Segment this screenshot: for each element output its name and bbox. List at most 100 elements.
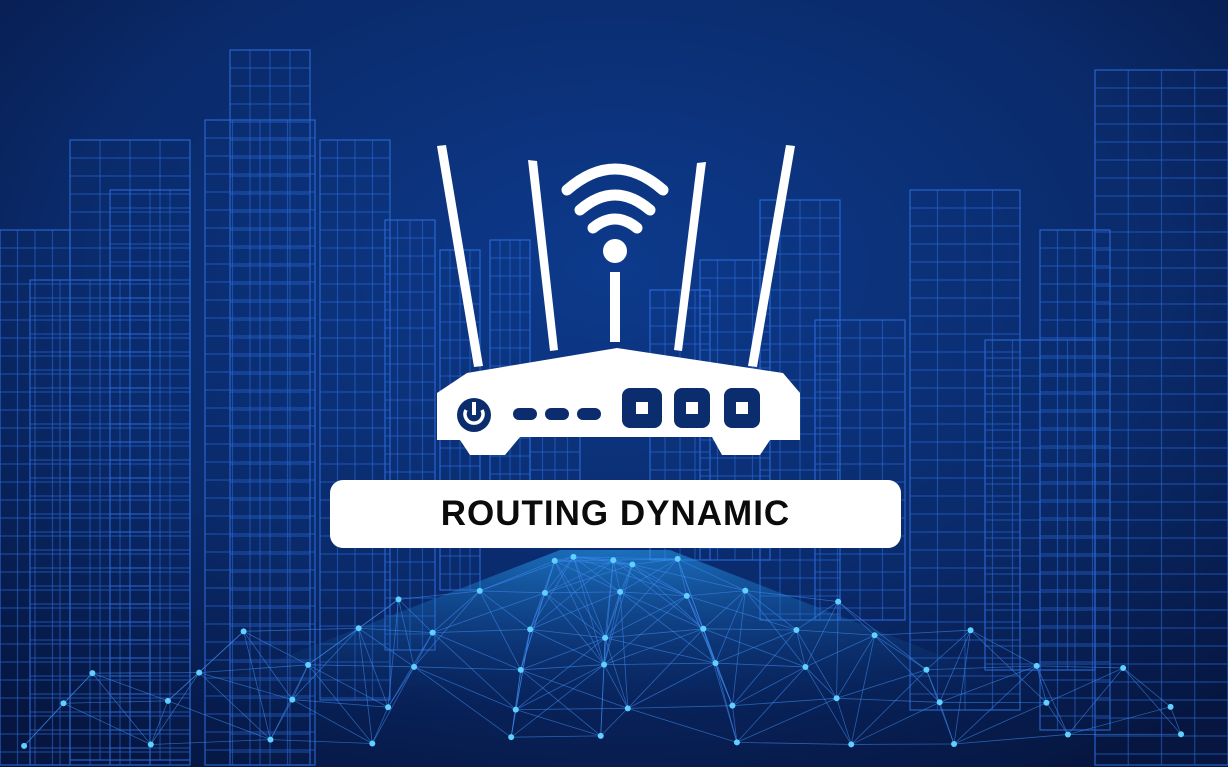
network-link [63,702,152,745]
network-link [703,628,797,631]
network-link [520,669,628,709]
network-link [529,559,614,630]
network-node [60,700,67,707]
network-link [805,634,875,668]
network-link [292,699,389,708]
network-link [1170,706,1182,735]
network-link [1036,665,1047,703]
network-link [479,590,531,630]
network-link [554,556,574,562]
antenna-left-inner [528,160,558,351]
network-link [874,634,927,671]
network-link [414,666,521,671]
network-link [605,628,704,639]
title-banner: ROUTING DYNAMIC [330,480,901,548]
network-node [629,561,636,568]
network-link [554,560,605,665]
network-node [517,666,524,673]
network-link [837,601,875,636]
network-link [953,630,971,745]
network-node [411,663,418,670]
network-link [686,595,797,631]
antenna-right-inner [674,162,706,351]
network-node [527,626,534,633]
network-link [573,556,633,565]
network-link [199,664,309,674]
network-link [836,698,852,745]
network-link [573,556,678,560]
network-link [627,705,733,709]
network-link [744,590,806,668]
network-link [1067,667,1124,735]
router-icon [437,145,800,455]
network-node [369,740,376,747]
network-link [358,628,373,744]
network-link [619,591,629,709]
network-link [796,629,837,699]
network-link [1046,702,1069,735]
network-link [736,741,852,745]
antenna-left-outer [437,145,483,367]
network-node [289,696,296,703]
network-link [619,591,716,664]
network-node [1178,731,1185,738]
network-link [796,629,806,668]
network-node [802,663,809,670]
network-link [307,627,359,666]
network-link [632,564,688,597]
network-link [167,672,200,702]
network-link [530,628,606,639]
network-link [520,637,606,671]
network-link [796,601,839,631]
network-link [520,664,605,671]
network-link [805,666,837,699]
network-link [198,672,271,740]
network-floor-glow [0,550,1228,767]
network-node [936,699,943,706]
network-link [432,632,517,710]
network-link [604,637,629,709]
network-link [307,664,389,708]
network-link [613,559,687,597]
network-link [796,629,875,636]
network-node [570,553,577,560]
network-node [429,629,436,636]
network-link [603,664,629,709]
network-link [620,591,687,597]
network-link [837,601,927,671]
network-link [926,629,971,671]
network-link [398,599,433,633]
network-mesh [21,553,1185,749]
network-node [848,741,855,748]
network-link [604,564,633,638]
network-link [851,701,940,745]
network-link [387,599,399,708]
network-link [544,559,614,594]
network-link [715,662,733,706]
network-link [515,707,628,711]
network-link [745,590,839,603]
network-node [267,736,274,743]
network-link [243,630,309,666]
network-node [1167,703,1174,710]
network-link [544,556,574,594]
network-node [240,628,247,635]
network-link [677,558,746,591]
network-link [270,699,293,740]
network-link [243,631,271,740]
network-link [398,599,415,667]
network-link [270,664,309,740]
network-link [479,590,545,594]
network-link [715,662,806,668]
network-link [270,739,373,744]
network-link [243,627,359,632]
network-node [541,589,548,596]
network-link [939,630,971,703]
network-node [305,661,312,668]
network-node [733,739,740,746]
network-node [700,625,707,632]
network-node [923,666,930,673]
network-link [627,707,738,743]
network-link [308,664,415,668]
